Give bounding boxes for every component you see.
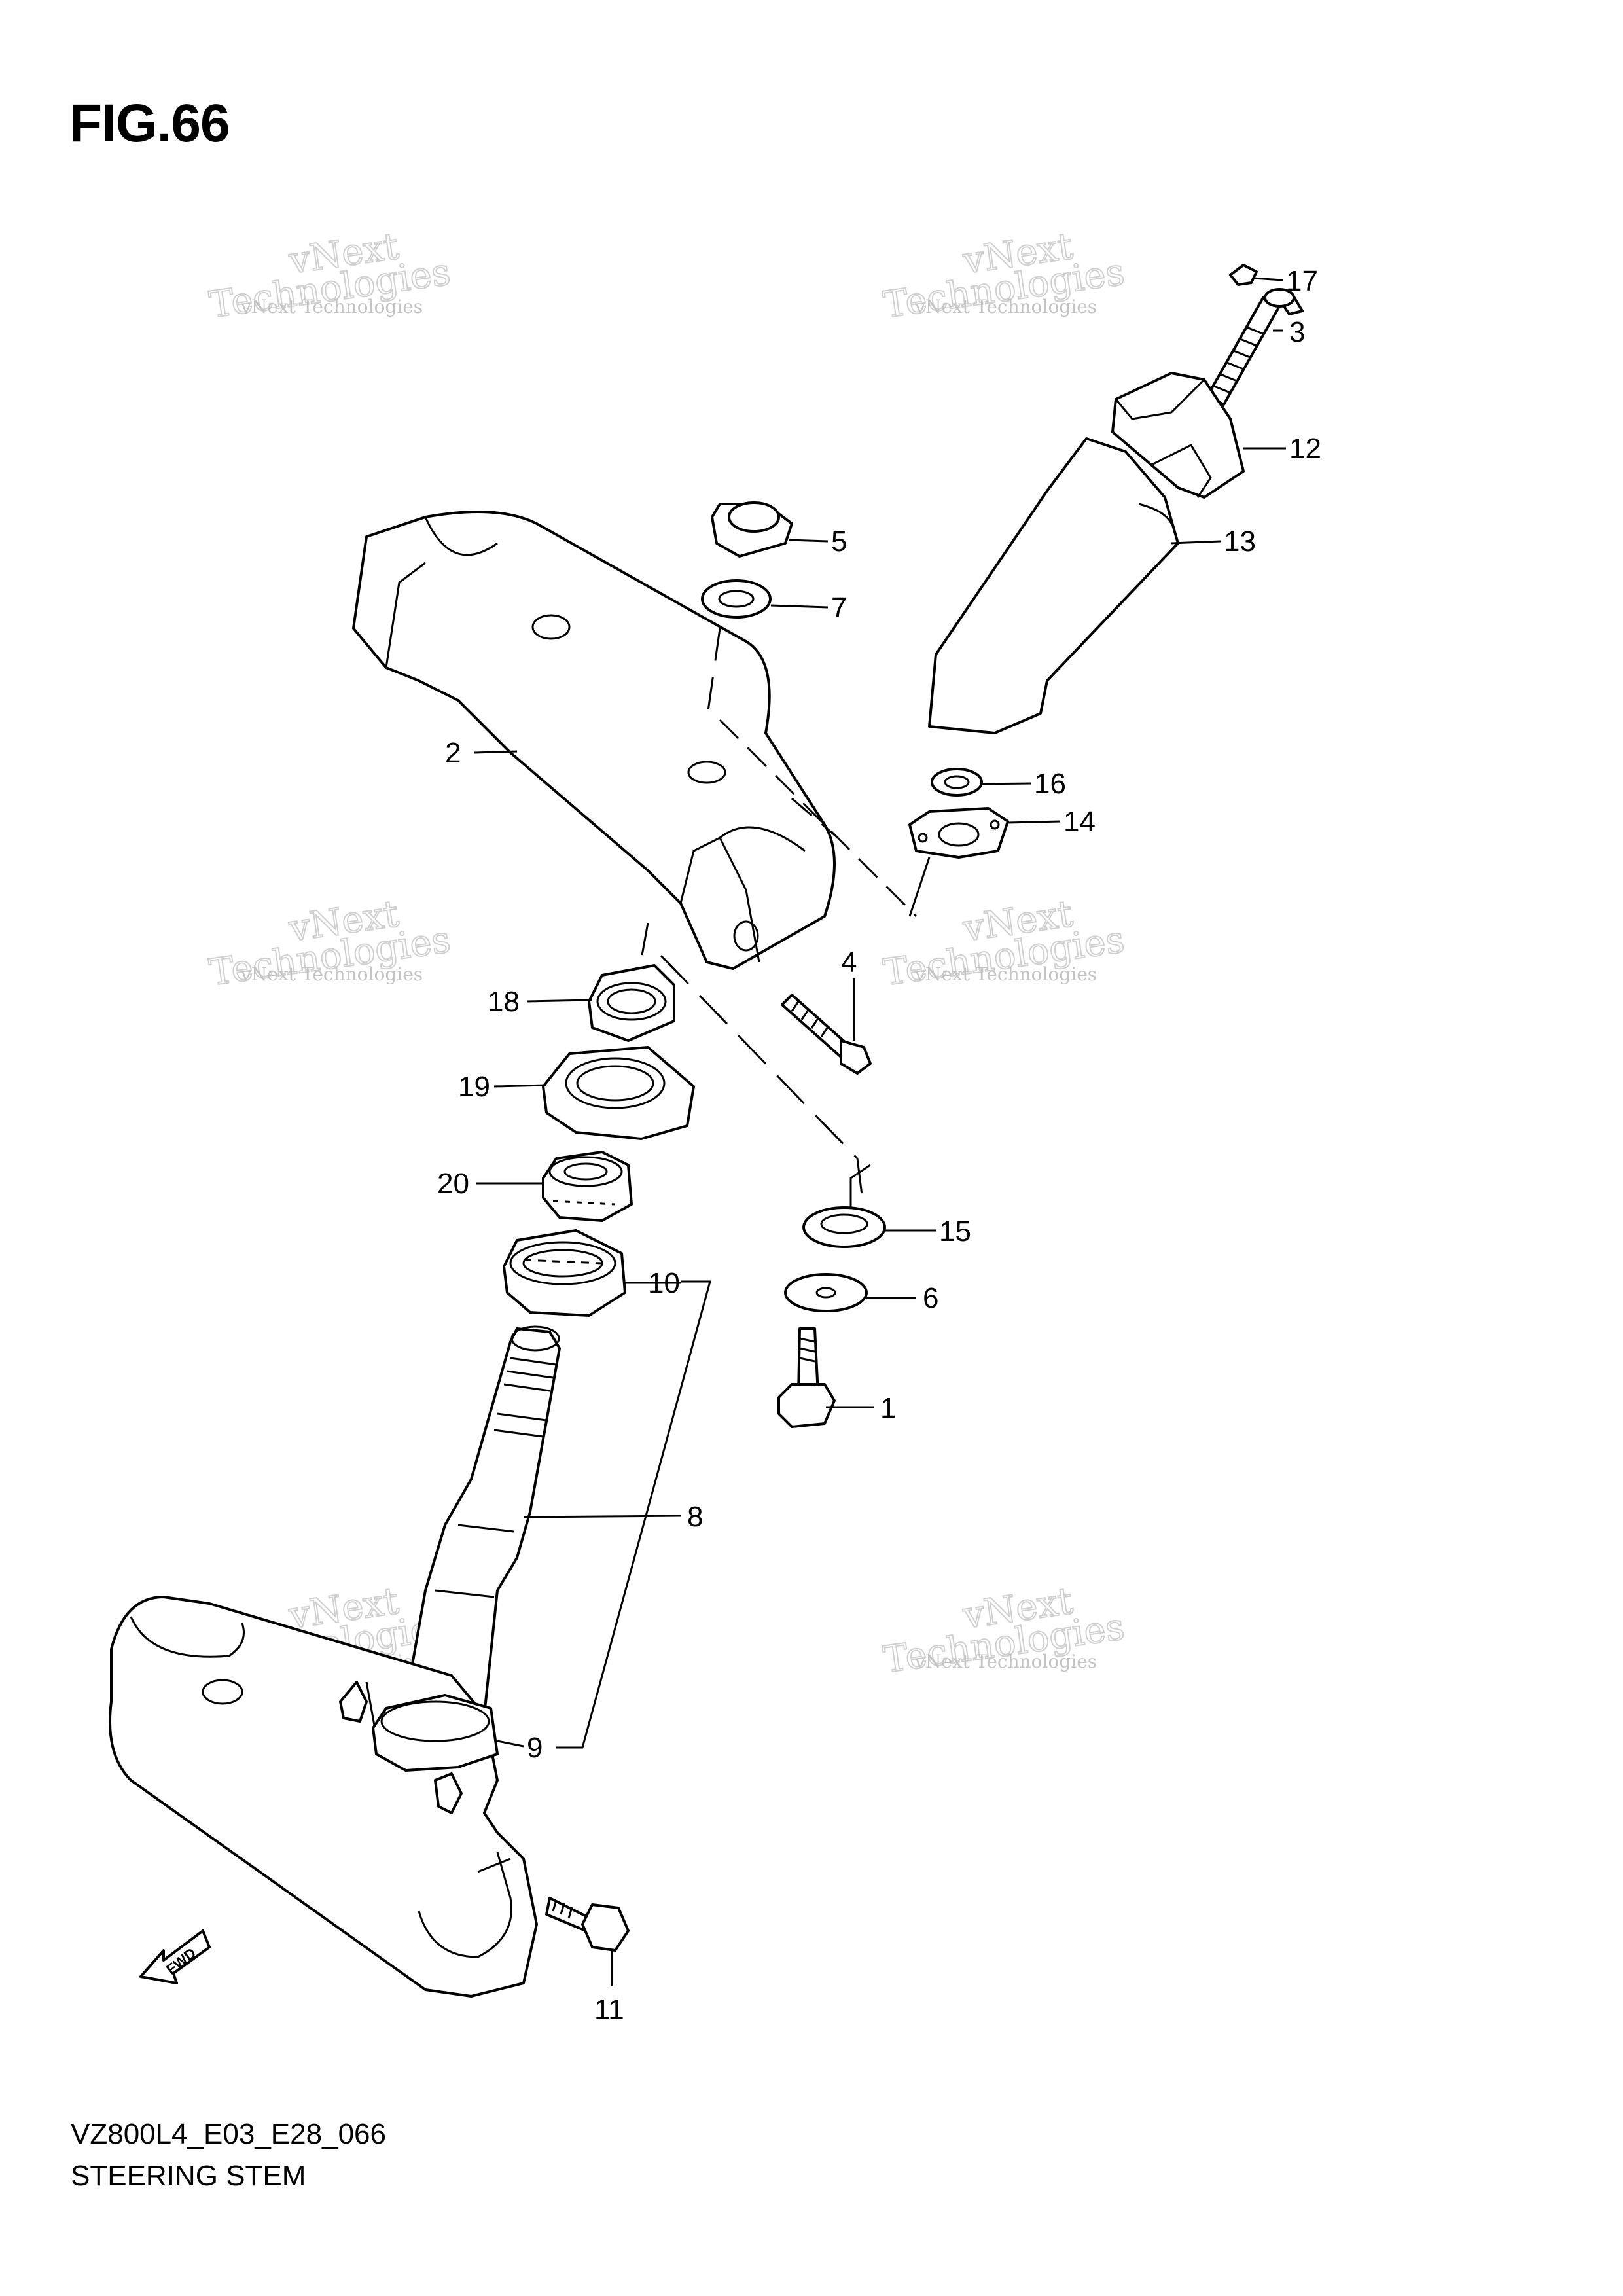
callout-4[interactable]: 4 [841, 946, 857, 978]
callout-5[interactable]: 5 [831, 526, 847, 558]
part-11-bolt[interactable] [545, 1897, 630, 1952]
callout-3[interactable]: 3 [1289, 316, 1305, 348]
part-2-upper-bracket[interactable] [352, 511, 918, 970]
part-3-bolt[interactable] [1206, 288, 1304, 406]
watermark-text: vNext Technologies [914, 963, 1097, 985]
diagram-code: VZ800L4_E03_E28_066 [71, 2118, 386, 2150]
part-12-clamp[interactable] [1111, 372, 1245, 499]
callout-15[interactable]: 15 [939, 1215, 971, 1247]
callout-18[interactable]: 18 [488, 986, 520, 1018]
watermark-text: vNext Technologies [914, 1651, 1097, 1672]
callout-9[interactable]: 9 [527, 1732, 543, 1764]
part-16-washer[interactable] [931, 768, 983, 797]
callout-20[interactable]: 20 [437, 1168, 469, 1200]
part-20-bearing[interactable] [542, 1151, 633, 1222]
callout-6[interactable]: 6 [923, 1282, 938, 1314]
callout-1[interactable]: 1 [880, 1392, 896, 1424]
part-9-seal[interactable] [372, 1694, 499, 1772]
diagram-name: STEERING STEM [71, 2160, 306, 2192]
part-18-lock-nut[interactable] [588, 964, 675, 1042]
callout-12[interactable]: 12 [1289, 433, 1321, 465]
part-14-plate[interactable] [908, 807, 1009, 859]
watermark-text: vNext Technologies [914, 296, 1097, 317]
part-1-bolt[interactable] [777, 1327, 836, 1428]
callout-11[interactable]: 11 [594, 1994, 624, 2026]
callout-19[interactable]: 19 [458, 1071, 490, 1103]
callout-13[interactable]: 13 [1224, 526, 1256, 558]
figure-title: FIG.66 [69, 94, 230, 153]
part-17-clip[interactable] [1229, 264, 1258, 286]
callout-2[interactable]: 2 [445, 737, 461, 769]
callout-17[interactable]: 17 [1286, 265, 1318, 297]
part-15-washer[interactable] [802, 1206, 886, 1248]
part-13-cover[interactable] [928, 437, 1179, 734]
callout-7[interactable]: 7 [831, 592, 847, 624]
part-8-steering-stem[interactable] [404, 1325, 561, 1716]
part-lower-bracket[interactable] [109, 1596, 538, 1998]
part-6-washer[interactable] [784, 1273, 868, 1312]
part-7-washer[interactable] [701, 579, 772, 619]
callout-14[interactable]: 14 [1063, 806, 1096, 838]
watermark-text: vNext Technologies [240, 963, 423, 985]
part-19-dust-seal[interactable] [542, 1046, 695, 1140]
fwd-arrow: FWD [139, 1929, 211, 1984]
watermark-text: vNext Technologies [240, 296, 423, 317]
callout-16[interactable]: 16 [1034, 768, 1066, 800]
part-5-cap-nut[interactable] [711, 501, 793, 558]
callout-labels: 17 3 12 13 5 7 2 16 14 4 18 19 20 15 10 … [437, 265, 1321, 2026]
callout-8[interactable]: 8 [687, 1501, 703, 1533]
part-10-bearing[interactable] [503, 1229, 626, 1317]
callout-10[interactable]: 10 [648, 1267, 680, 1299]
watermark-group: Technologies vNext vNext Technologies Te… [206, 224, 1128, 1682]
part-4-bolt[interactable] [781, 994, 872, 1075]
leader-lines [474, 277, 1286, 1986]
bracket-tabs [339, 1681, 463, 1814]
